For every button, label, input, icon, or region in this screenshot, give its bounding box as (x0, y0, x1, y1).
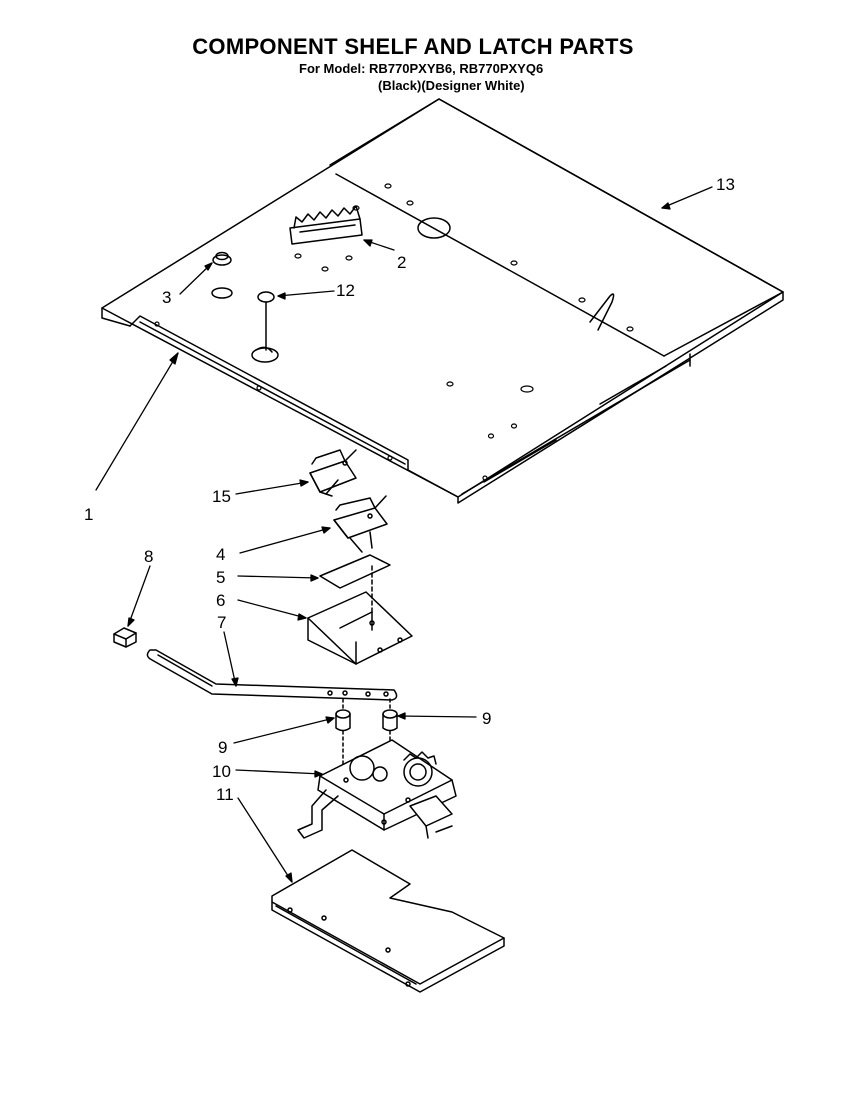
callout-5: 5 (216, 568, 225, 587)
spacer-part-9-left (335, 698, 351, 773)
callout-9-left: 9 (218, 738, 227, 757)
callout-labels: 1 2 3 12 13 15 4 5 6 7 8 9 9 10 11 (84, 175, 735, 804)
plunger-part-12 (257, 291, 275, 351)
model-line: For Model: RB770PXYB6, RB770PXYQ6 (299, 61, 544, 76)
callout-8: 8 (144, 547, 153, 566)
callout-1: 1 (84, 505, 93, 524)
callout-9-right: 9 (482, 709, 491, 728)
variant-line: (Black)(Designer White) (378, 78, 525, 93)
callout-2: 2 (397, 253, 406, 272)
bumper-part-8 (113, 627, 137, 648)
latch-lever-part-7 (146, 649, 398, 701)
grommet-part-3 (211, 251, 233, 299)
callout-13: 13 (716, 175, 735, 194)
component-shelf (101, 98, 784, 504)
callout-15: 15 (212, 487, 231, 506)
insulator-part-5 (319, 554, 391, 589)
switch-part-15 (309, 449, 357, 497)
callout-4: 4 (216, 545, 225, 564)
callout-6: 6 (216, 591, 225, 610)
switch-part-4 (333, 495, 388, 553)
bracket-part-6 (307, 565, 413, 665)
terminal-block-part-2 (289, 205, 363, 245)
callout-11: 11 (216, 785, 234, 804)
callout-3: 3 (162, 288, 171, 307)
diagram-title: COMPONENT SHELF AND LATCH PARTS (192, 34, 634, 59)
callout-12: 12 (336, 281, 355, 300)
cover-plate-part-11 (271, 849, 505, 993)
latch-assembly-part-10 (297, 739, 457, 839)
callout-10: 10 (212, 762, 231, 781)
callout-7: 7 (217, 613, 226, 632)
leader-lines (95, 186, 713, 883)
